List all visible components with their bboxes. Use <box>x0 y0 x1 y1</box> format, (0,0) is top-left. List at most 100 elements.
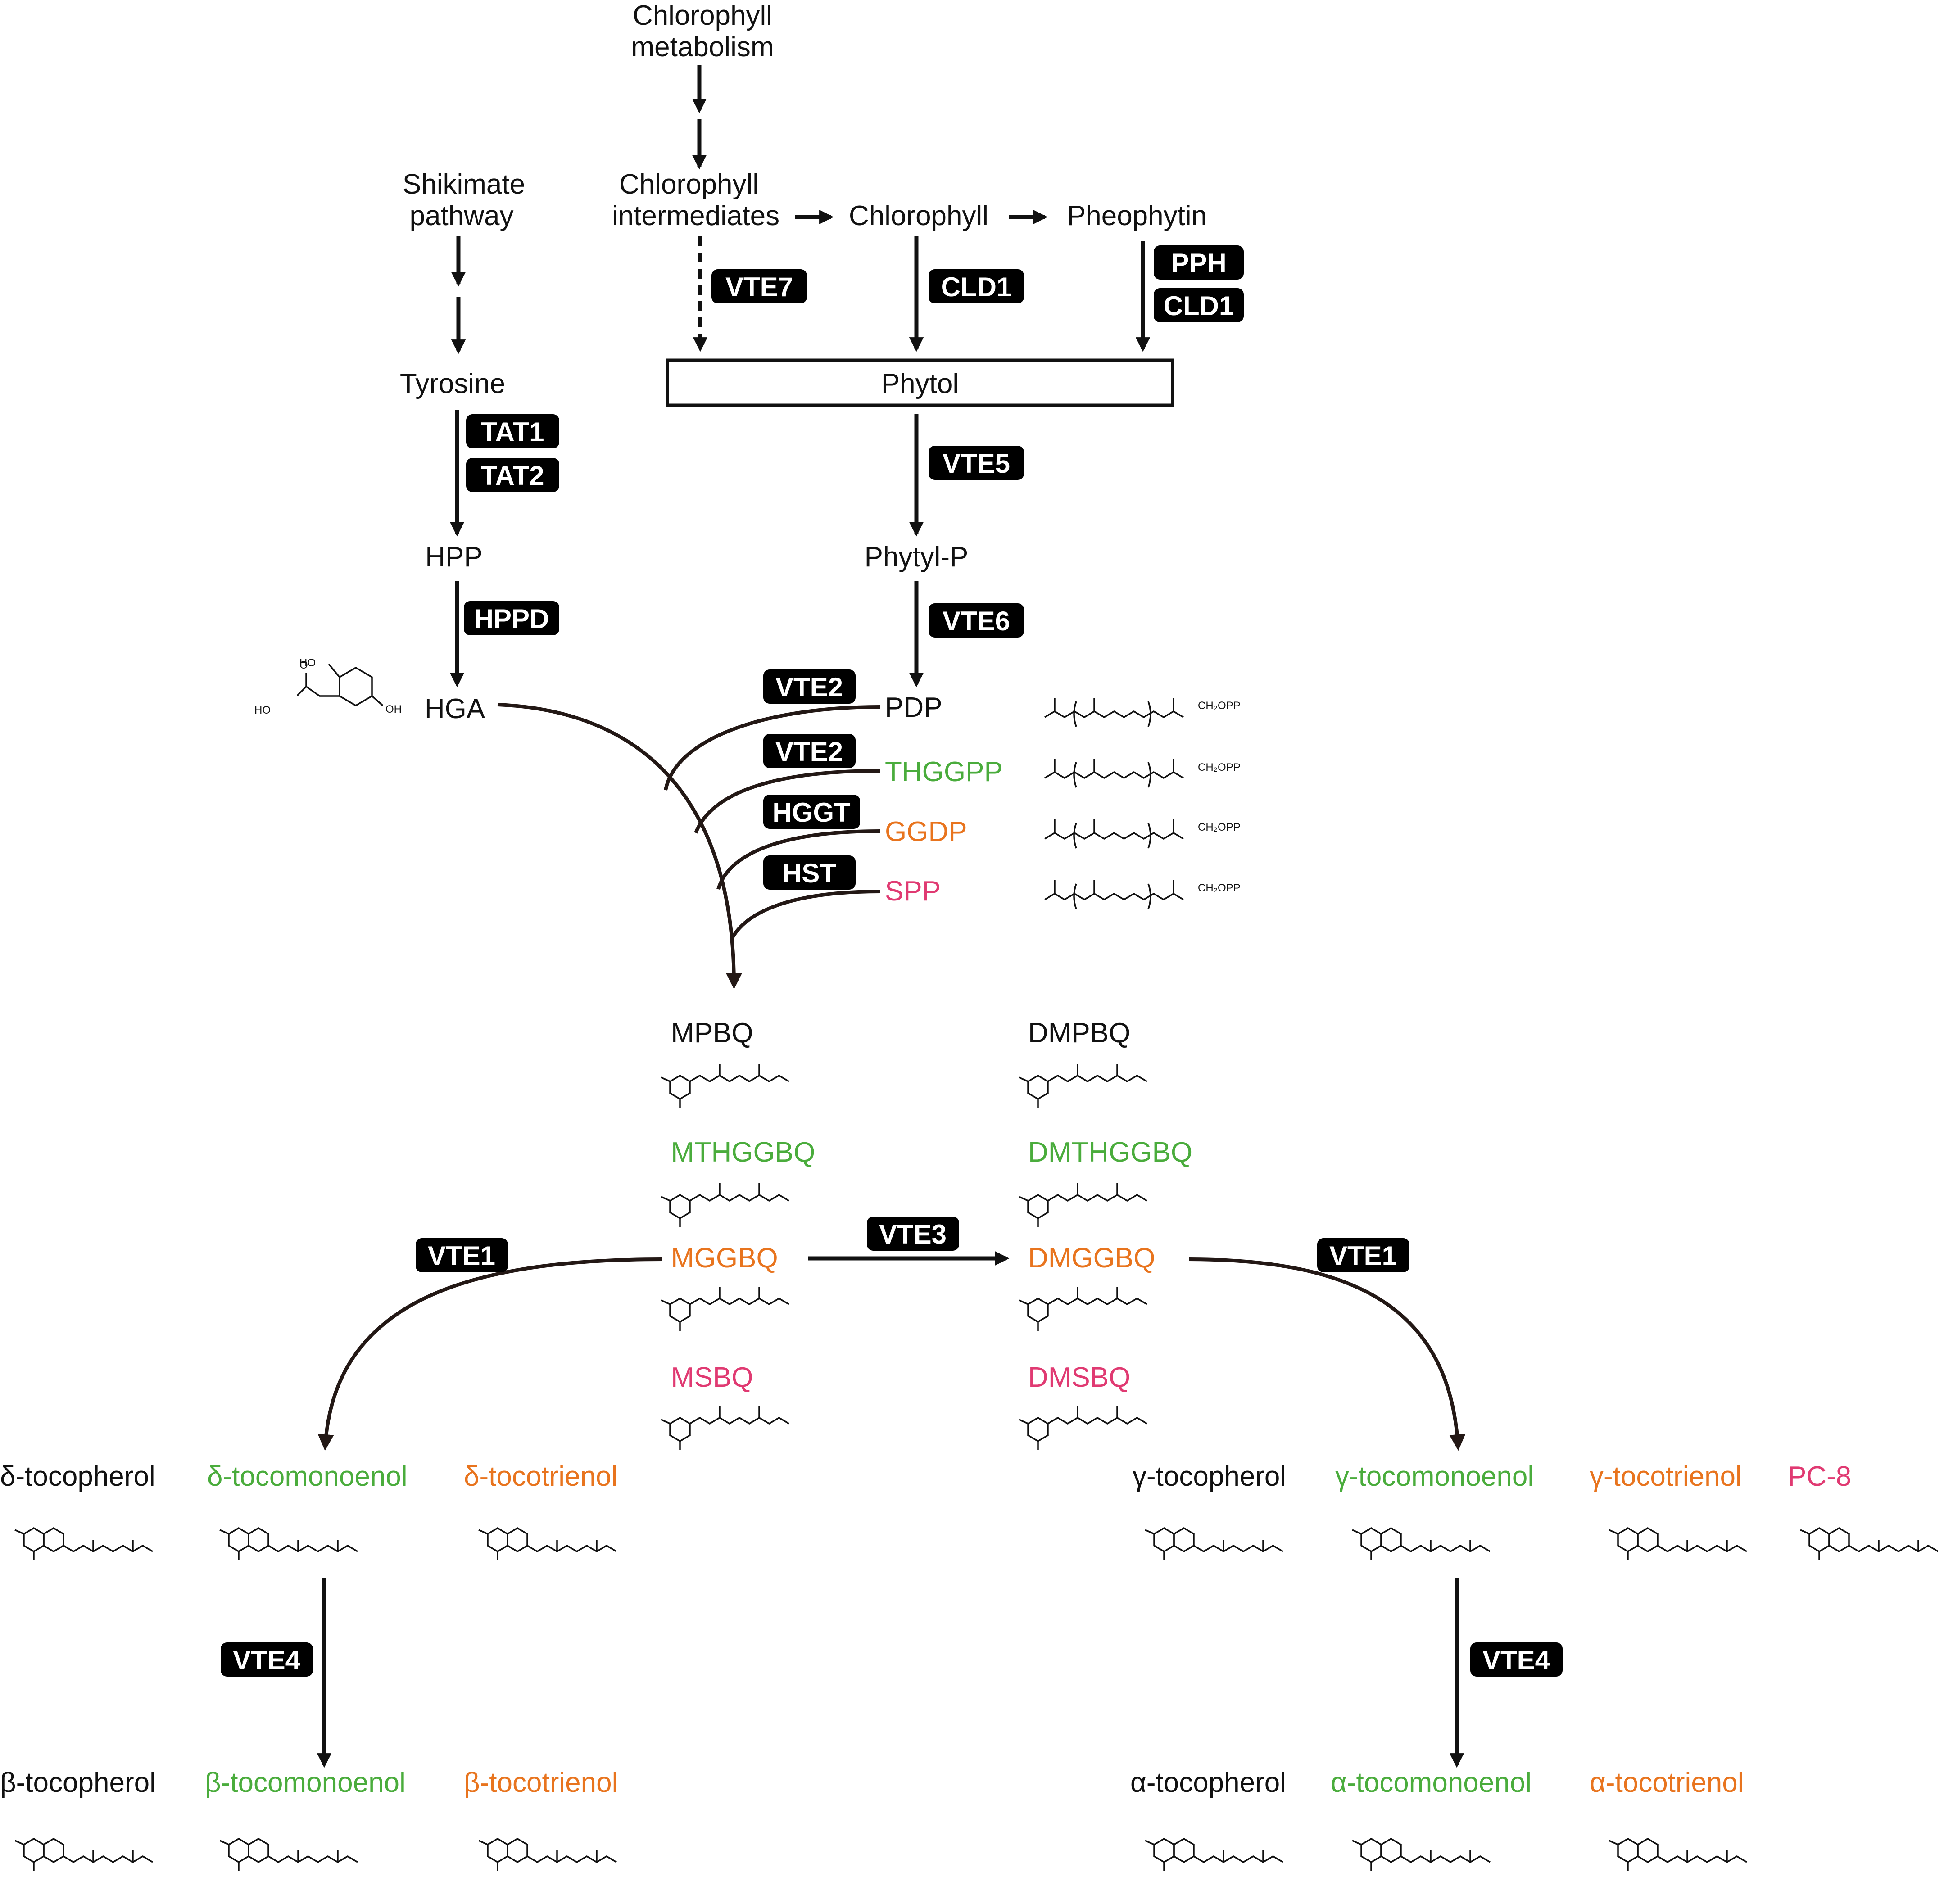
chlorophyll-intermediates-label: Chlorophyll <box>619 169 759 200</box>
enzyme-vte2-a: VTE2 <box>763 669 856 704</box>
svg-text:VTE6: VTE6 <box>943 606 1010 636</box>
chlorophyll-intermediates-label-line2: intermediates <box>612 200 779 231</box>
ggdp-structure <box>1044 819 1184 849</box>
alpha-tocomonoenol-label: α-tocomonoenol <box>1331 1767 1532 1798</box>
curve-vte1-left <box>317 1257 662 1451</box>
mggbq-structure <box>660 1286 790 1332</box>
hpp-label: HPP <box>425 542 482 573</box>
dmthggbq-structure <box>1018 1182 1148 1228</box>
curve-thggpp <box>694 769 881 834</box>
svg-text:OH: OH <box>385 703 402 715</box>
pc8-structure <box>1799 1527 1939 1561</box>
enzyme-hppd: HPPD <box>464 601 559 635</box>
enzyme-vte6: VTE6 <box>929 603 1024 638</box>
pdp-structure <box>1044 697 1184 728</box>
gamma-tocomonoenol-label: γ-tocomonoenol <box>1335 1461 1534 1492</box>
pheophytin-label: Pheophytin <box>1067 200 1207 231</box>
mthggbq-label: MTHGGBQ <box>671 1137 815 1168</box>
delta-tocomonoenol-structure <box>219 1527 358 1561</box>
gamma-tocopherol-label: γ-tocopherol <box>1133 1461 1286 1492</box>
spp-structure-label: CH₂OPP <box>1198 882 1241 894</box>
beta-tocotrienol-structure <box>478 1838 617 1872</box>
alpha-tocotrienol-label: α-tocotrienol <box>1590 1767 1744 1798</box>
svg-text:O: O <box>299 659 308 671</box>
svg-text:TAT2: TAT2 <box>480 461 544 491</box>
enzyme-vte2-b: VTE2 <box>763 734 856 768</box>
delta-tocotrienol-structure <box>478 1527 617 1561</box>
enzyme-vte4-left: VTE4 <box>221 1642 313 1677</box>
svg-text:VTE3: VTE3 <box>879 1219 947 1249</box>
curve-vte1-right <box>1188 1257 1466 1451</box>
beta-tocopherol-structure <box>14 1838 154 1872</box>
thggpp-structure <box>1044 758 1184 788</box>
msbq-structure <box>660 1405 790 1451</box>
enzyme-vte3: VTE3 <box>867 1217 959 1251</box>
svg-text:HGGT: HGGT <box>772 797 850 828</box>
alpha-tocopherol-label: α-tocopherol <box>1130 1767 1286 1798</box>
alpha-tocomonoenol-structure <box>1351 1838 1491 1872</box>
mpbq-label: MPBQ <box>671 1018 753 1049</box>
svg-text:CLD1: CLD1 <box>941 272 1012 302</box>
gamma-tocotrienol-label: γ-tocotrienol <box>1590 1461 1742 1492</box>
alpha-tocopherol-structure <box>1144 1838 1284 1872</box>
dmggbq-structure <box>1018 1286 1148 1332</box>
delta-tocotrienol-label: δ-tocotrienol <box>464 1461 617 1492</box>
curve-hga-to-products <box>497 703 742 990</box>
enzyme-pph: PPH <box>1154 245 1244 280</box>
dmpbq-structure <box>1018 1063 1148 1109</box>
svg-text:CLD1: CLD1 <box>1164 291 1234 321</box>
curve-ggdp <box>716 829 881 890</box>
enzyme-hggt: HGGT <box>763 795 860 829</box>
svg-text:PPH: PPH <box>1171 248 1226 278</box>
dmggbq-label: DMGGBQ <box>1028 1243 1155 1274</box>
svg-text:VTE2: VTE2 <box>775 672 843 702</box>
enzyme-vte1-left: VTE1 <box>416 1238 508 1272</box>
msbq-label: MSBQ <box>671 1362 753 1393</box>
shikimate-pathway-label-line2: pathway <box>410 200 514 231</box>
enzyme-vte7: VTE7 <box>711 269 807 303</box>
hga-label: HGA <box>425 693 485 724</box>
alpha-tocotrienol-structure <box>1608 1838 1748 1872</box>
gamma-tocomonoenol-structure <box>1351 1527 1491 1561</box>
svg-text:VTE2: VTE2 <box>775 737 843 767</box>
pdp-structure-label: CH₂OPP <box>1198 700 1241 712</box>
phytol-box <box>666 358 1174 407</box>
enzyme-vte4-right: VTE4 <box>1470 1642 1563 1677</box>
phytyl-p-label: Phytyl-P <box>865 542 969 573</box>
svg-text:HST: HST <box>782 858 836 888</box>
dmsbq-structure <box>1018 1405 1148 1451</box>
svg-text:VTE5: VTE5 <box>943 448 1010 479</box>
svg-text:VTE1: VTE1 <box>1329 1241 1397 1271</box>
gamma-tocotrienol-structure <box>1608 1527 1748 1561</box>
svg-text:VTE4: VTE4 <box>233 1645 301 1675</box>
svg-text:TAT1: TAT1 <box>480 417 544 447</box>
chlorophyll-metabolism-label: Chlorophyll <box>633 0 772 31</box>
beta-tocomonoenol-structure <box>219 1838 358 1872</box>
svg-text:VTE1: VTE1 <box>428 1241 495 1271</box>
beta-tocomonoenol-label: β-tocomonoenol <box>205 1767 406 1798</box>
beta-tocopherol-label: β-tocopherol <box>0 1767 156 1798</box>
delta-tocopherol-structure <box>14 1527 154 1561</box>
gamma-tocopherol-structure <box>1144 1527 1284 1561</box>
dmthggbq-label: DMTHGGBQ <box>1028 1137 1192 1168</box>
thggpp-label: THGGPP <box>885 756 1003 787</box>
pc8-label: PC-8 <box>1788 1461 1851 1492</box>
enzyme-tat1: TAT1 <box>466 414 559 448</box>
curve-spp <box>730 890 881 940</box>
enzyme-vte5: VTE5 <box>929 446 1024 480</box>
delta-tocopherol-label: δ-tocopherol <box>0 1461 155 1492</box>
ggdp-label: GGDP <box>885 816 967 847</box>
delta-tocomonoenol-label: δ-tocomonoenol <box>207 1461 408 1492</box>
beta-tocotrienol-label: β-tocotrienol <box>464 1767 618 1798</box>
thggpp-structure-label: CH₂OPP <box>1198 761 1241 773</box>
enzyme-tat2: TAT2 <box>466 458 559 492</box>
svg-text:HO: HO <box>254 704 271 716</box>
enzyme-vte1-right: VTE1 <box>1317 1238 1409 1272</box>
spp-structure <box>1044 879 1184 910</box>
tyrosine-label: Tyrosine <box>400 368 505 399</box>
mpbq-structure <box>660 1063 790 1109</box>
svg-text:HO: HO <box>299 657 316 669</box>
enzyme-hst: HST <box>763 855 856 890</box>
chlorophyll-label: Chlorophyll <box>849 200 988 231</box>
